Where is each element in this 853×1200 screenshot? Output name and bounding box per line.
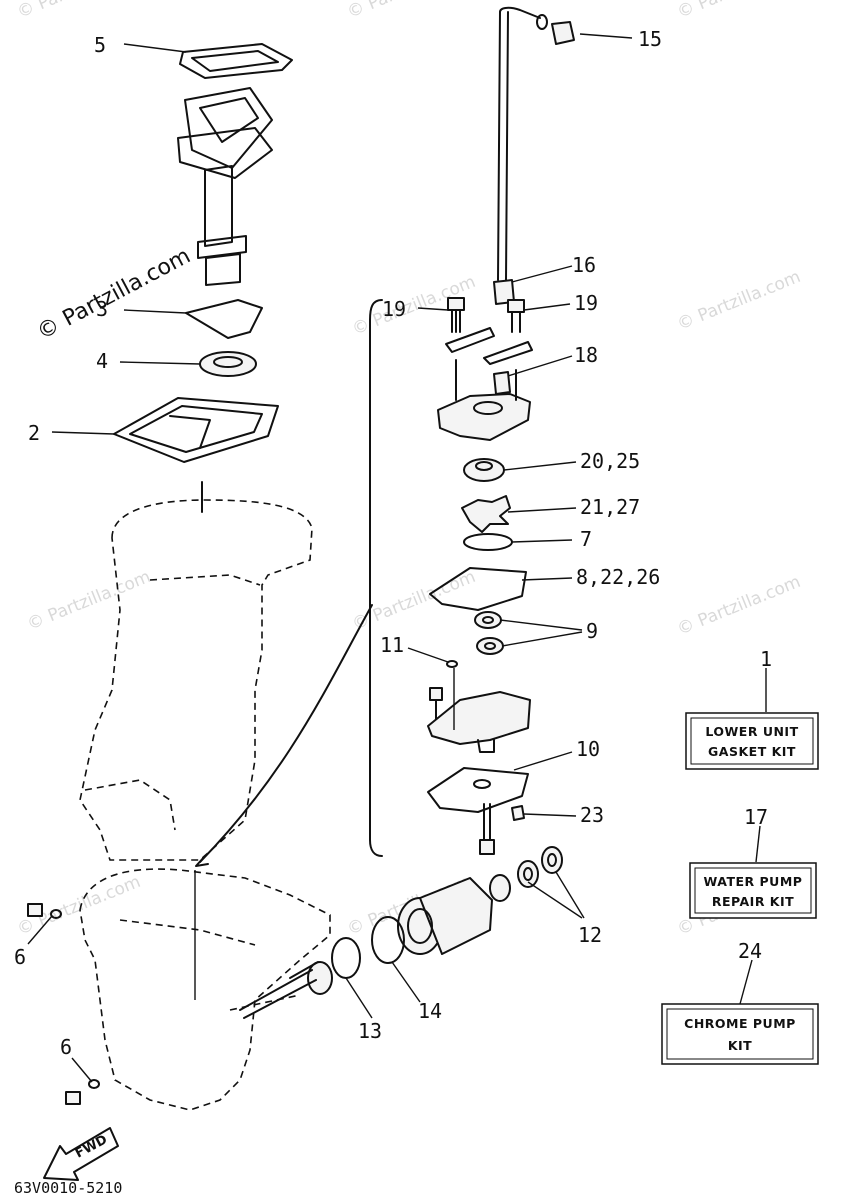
watermark: © Partzilla.com	[674, 0, 803, 23]
callout-14: 14	[418, 999, 442, 1023]
watermark: © Partzilla.com	[14, 0, 143, 23]
watermark: © Partzilla.com	[674, 572, 803, 640]
callout-13: 13	[358, 1019, 382, 1043]
callouts: 5 3 4 2 15 16 19 19 18 20,25 21,27 7 8,2…	[14, 27, 772, 1059]
part-13-o-ring	[331, 937, 361, 979]
callout-21-27: 21,27	[580, 495, 640, 519]
callout-6-upper: 6	[14, 945, 26, 969]
part-12-seals	[489, 846, 563, 902]
callout-2: 2	[28, 421, 40, 445]
part-20-insert	[463, 458, 505, 482]
part-11-pin	[446, 660, 458, 668]
prop-shaft-housing	[397, 877, 493, 955]
diagram-code: 63V0010-5210	[14, 1179, 122, 1197]
part-14-o-ring	[371, 916, 405, 964]
part-21-impeller	[461, 495, 511, 533]
part-19-bolt-left	[447, 297, 465, 333]
clamp	[445, 327, 495, 353]
callout-19-left: 19	[382, 297, 406, 321]
kit-chrome-pump: CHROME PUMP KIT	[661, 1003, 819, 1065]
drive-shaft-lower	[479, 803, 495, 855]
kit-chrome-pump-line2: KIT	[728, 1038, 752, 1053]
watermark: © Partzilla.com	[344, 0, 473, 23]
water-pipe	[497, 6, 575, 281]
part-5-gasket	[179, 43, 293, 79]
kit-lower-unit-line1: LOWER UNIT	[705, 724, 798, 739]
callout-18: 18	[574, 343, 598, 367]
callout-9: 9	[586, 619, 598, 643]
kit-water-pump-line1: WATER PUMP	[704, 874, 803, 889]
part-19-bolt-right	[507, 299, 525, 333]
lower-gearcase	[79, 868, 331, 1111]
clamp	[483, 341, 533, 365]
callout-12: 12	[578, 923, 602, 947]
part-6-plug-upper	[27, 903, 62, 919]
callout-4: 4	[96, 349, 108, 373]
watermark-main: © Partzilla.com	[33, 244, 195, 346]
pump-lower-housing	[427, 687, 531, 753]
part-3-gasket	[185, 299, 263, 339]
callout-6-lower: 6	[60, 1035, 72, 1059]
callout-23: 23	[580, 803, 604, 827]
part-6-plug-lower	[65, 1079, 100, 1105]
callout-10: 10	[576, 737, 600, 761]
part-18-bushing	[493, 371, 511, 395]
kit-lower-unit-line2: GASKET KIT	[708, 744, 796, 759]
watermark: © Partzilla.com	[674, 267, 803, 335]
kit-water-pump-repair: WATER PUMP REPAIR KIT	[689, 862, 817, 919]
leader-lines	[27, 33, 767, 1083]
callout-5: 5	[94, 33, 106, 57]
callout-3: 3	[96, 297, 108, 321]
callout-7: 7	[580, 527, 592, 551]
callout-15: 15	[638, 27, 662, 51]
water-tube	[199, 604, 373, 863]
pump-bracket-line	[369, 299, 383, 857]
callout-17: 17	[744, 805, 768, 829]
part-9-oil-seals	[474, 611, 504, 655]
callout-1: 1	[760, 647, 772, 671]
callout-19-right: 19	[574, 291, 598, 315]
callout-8-22-26: 8,22,26	[576, 565, 660, 589]
part-2-gasket	[113, 397, 279, 463]
kit-chrome-pump-line1: CHROME PUMP	[684, 1016, 796, 1031]
watermark: © Partzilla.com	[24, 567, 153, 635]
fwd-label: FWD	[73, 1132, 110, 1161]
prop-shaft	[239, 961, 333, 1019]
kit-lower-unit-gasket: LOWER UNIT GASKET KIT	[685, 712, 819, 770]
kit-water-pump-line2: REPAIR KIT	[712, 894, 794, 909]
part-8-plate	[429, 567, 527, 611]
water-pump-housing	[437, 359, 531, 441]
part-23-key	[511, 805, 525, 821]
callout-16: 16	[572, 253, 596, 277]
callout-20-25: 20,25	[580, 449, 640, 473]
fwd-arrow: FWD	[43, 1127, 119, 1181]
callout-11: 11	[380, 633, 404, 657]
part-10-plate	[427, 767, 529, 813]
watermark-layer: © Partzilla.com © Partzilla.com © Partzi…	[14, 0, 803, 940]
callout-24: 24	[738, 939, 762, 963]
upper-casing	[79, 481, 313, 861]
part-7-o-ring	[463, 533, 513, 551]
part-4-seal	[199, 351, 257, 377]
watermark: © Partzilla.com	[349, 567, 478, 635]
exhaust-guide	[177, 87, 273, 286]
